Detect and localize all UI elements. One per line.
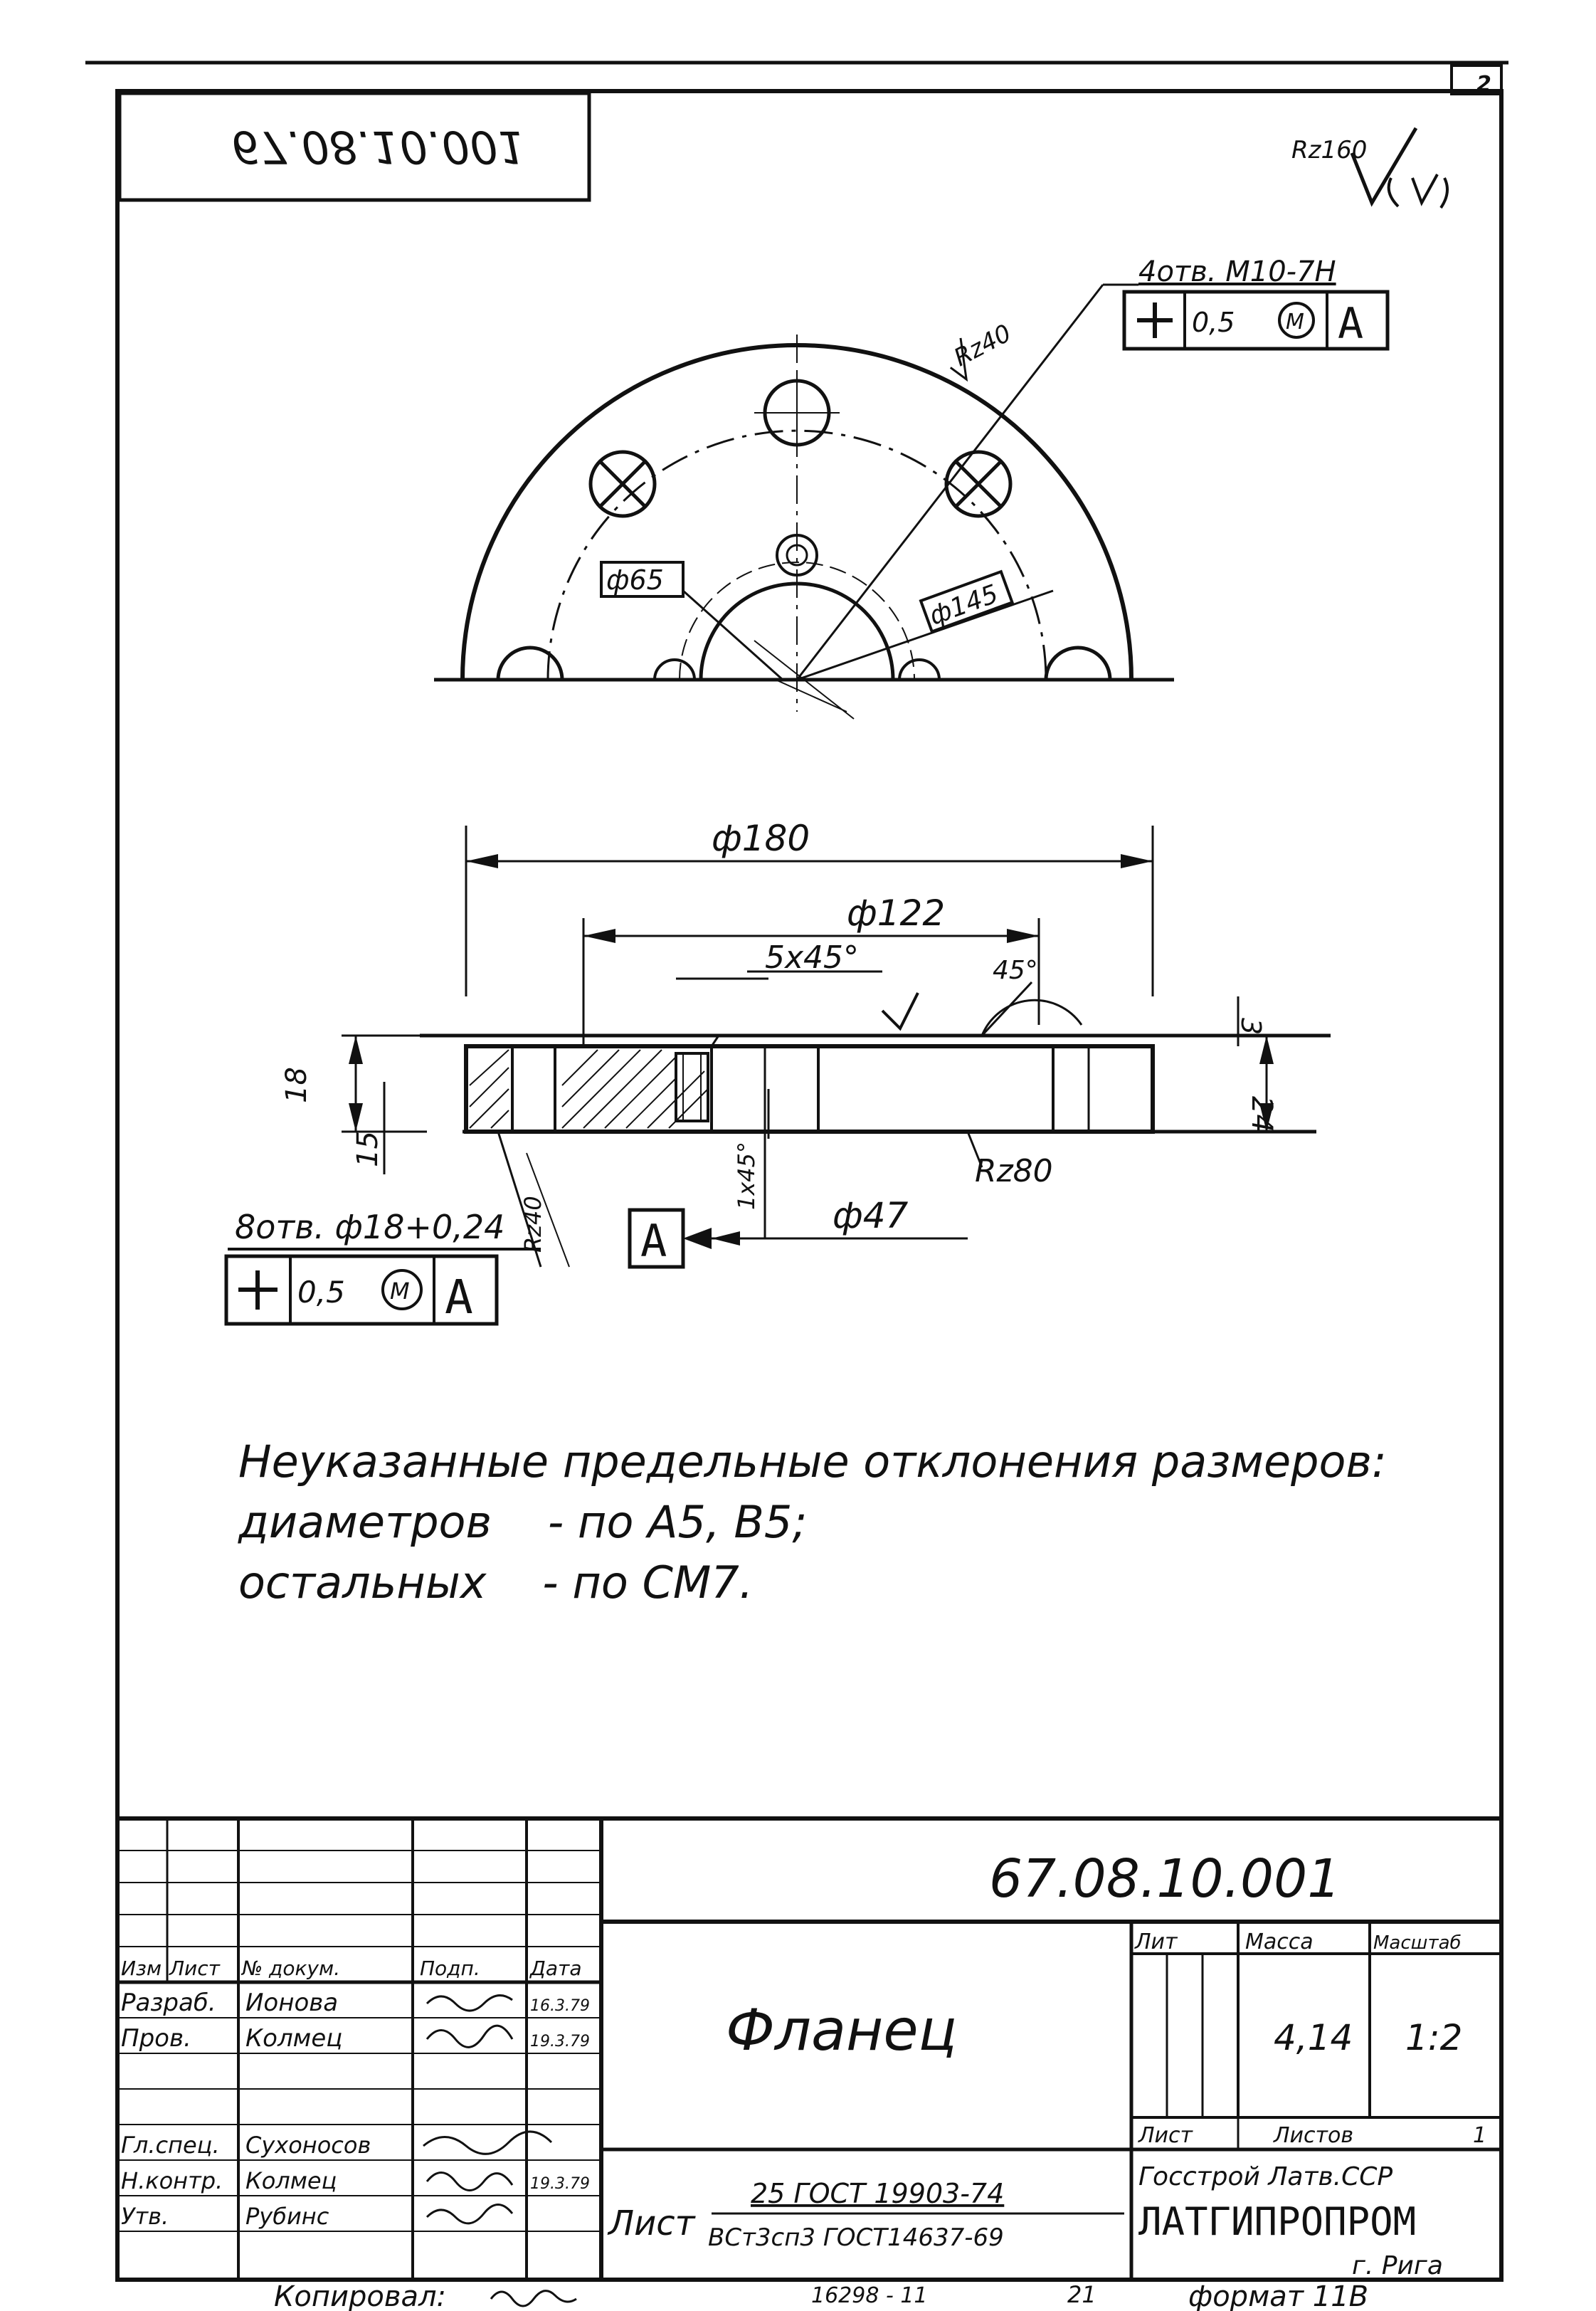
bottom-frame-datum: A — [445, 1270, 473, 1325]
material-label: Лист — [607, 2204, 697, 2243]
d145-arc — [679, 562, 915, 680]
order-number: 16298 - 11 — [811, 2283, 928, 2308]
code-box — [117, 91, 591, 202]
bolt-circle-arc — [546, 429, 1047, 680]
name-row-3: Сухоносов — [245, 2132, 371, 2159]
hdr-date: Дата — [529, 1957, 582, 1980]
role-row-2: Пров. — [121, 2024, 191, 2053]
copied-label: Копировал: — [274, 2280, 446, 2311]
d65-box — [600, 561, 685, 598]
datum-label: A — [640, 1215, 667, 1267]
dim-24-label: 24 — [1245, 1096, 1278, 1132]
scale-value: 1:2 — [1405, 2017, 1462, 2058]
date-row-4: 19.3.79 — [530, 2175, 590, 2193]
hdr-list: Лист — [169, 1957, 221, 1980]
footer-page: 21 — [1067, 2281, 1096, 2308]
material-line-2: ВСт3сп3 ГОСТ14637-69 — [708, 2223, 1004, 2252]
name-row-5: Рубинс — [245, 2203, 329, 2230]
rz40-section: Rz40 — [519, 1196, 546, 1253]
sheets-count: 1 — [1473, 2123, 1486, 2148]
signature-scribbles — [423, 1994, 553, 2225]
roughness-bracket-icon — [1387, 174, 1449, 209]
angle-45-label: 45° — [993, 956, 1038, 985]
mass-label: Масса — [1245, 1930, 1314, 1954]
drawing-frame — [115, 89, 1503, 2282]
roughness-check-icon — [1350, 127, 1418, 207]
mirrored-code: 67.08.10.001 — [231, 121, 526, 173]
bottom-feature-frame: 0,5 M A — [224, 1254, 499, 1326]
date-row-2: 19.3.79 — [530, 2033, 590, 2051]
hdr-doc: № докум. — [241, 1957, 340, 1980]
top-frame-datum: A — [1338, 299, 1363, 349]
leader-d65 — [682, 589, 783, 681]
rz80-label: Rz80 — [975, 1153, 1053, 1189]
copier-signature — [490, 2290, 577, 2307]
hdr-sign: Подп. — [420, 1957, 480, 1980]
material-line-1: 25 ГОСТ 19903-74 — [751, 2178, 1004, 2209]
bolt-hole-right — [944, 450, 1013, 518]
bolt-hole-edge-right — [1044, 646, 1112, 680]
note-line-1: Неуказанные предельные отклонения размер… — [238, 1436, 1387, 1488]
note-line-3: остальных - по CM7. — [238, 1557, 754, 1609]
dim-18-label: 18 — [280, 1067, 313, 1103]
org-line-1: Госстрой Латв.ССР — [1138, 2162, 1392, 2191]
title-block — [117, 1816, 1501, 2280]
org-line-3: г. Рига — [1352, 2251, 1443, 2280]
scale-label: Масштаб — [1373, 1932, 1462, 1954]
bottom-holes-spec: 8отв. ф18+0,24 — [235, 1208, 504, 1246]
flange-body — [464, 1044, 1155, 1134]
datum-triangle-icon — [683, 1228, 712, 1249]
role-row-1: Разраб. — [121, 1989, 216, 2017]
section-hatch — [469, 1049, 709, 1129]
lit-label: Лит — [1134, 1930, 1178, 1954]
role-row-3: Гл.спец. — [121, 2132, 220, 2159]
leader-d145 — [796, 589, 1054, 681]
role-row-5: Утв. — [121, 2203, 169, 2230]
hdr-izm: Изм — [121, 1957, 162, 1980]
threaded-hole-left — [653, 658, 696, 680]
dim-3-label: 3 — [1235, 1018, 1267, 1035]
rz40-top: Rz40 — [949, 319, 1016, 372]
d65-label: ф65 — [606, 564, 664, 596]
name-row-1: Ионова — [245, 1989, 338, 2017]
part-name: Фланец — [726, 1997, 957, 2063]
mmc-circle-icon-2 — [381, 1269, 423, 1310]
note-line-2: диаметров - по A5, B5; — [238, 1496, 807, 1548]
bottom-frame-modifier: M — [390, 1278, 410, 1305]
org-line-2: ЛАТГИПРОПРОМ — [1138, 2199, 1416, 2244]
top-feature-frame: 0,5 M A — [1122, 290, 1390, 351]
format-label: формат 11В — [1188, 2280, 1368, 2311]
name-row-4: Колмец — [245, 2167, 337, 2194]
threaded-hole-right — [898, 658, 941, 680]
top-holes-spec: 4отв. M10-7H — [1138, 256, 1336, 288]
sheet-label: Лист — [1138, 2123, 1194, 2148]
d47-label: ф47 — [833, 1195, 909, 1236]
d122-label: ф122 — [847, 893, 945, 934]
role-row-4: Н.контр. — [121, 2167, 223, 2194]
top-frame-tolerance: 0,5 — [1192, 307, 1235, 338]
section-view — [342, 826, 1331, 1268]
bolt-hole-edge-left — [496, 646, 564, 680]
corner-sheet-number: 2 — [1476, 72, 1491, 97]
leader-m10 — [796, 284, 1104, 680]
d145-label: ф145 — [926, 579, 1003, 631]
mass-value: 4,14 — [1274, 2017, 1353, 2058]
date-row-1: 16.3.79 — [530, 1997, 590, 2015]
mmc-circle-icon — [1278, 302, 1315, 339]
chamfer-1x45-label: 1x45° — [733, 1142, 760, 1210]
title-code: 67.08.10.001 — [989, 1848, 1341, 1910]
chamfer-5x45-label: 5x45° — [765, 939, 859, 976]
dim-15-label: 15 — [352, 1131, 384, 1167]
corner-sheet-box — [1450, 64, 1503, 95]
bottom-frame-tolerance: 0,5 — [297, 1275, 345, 1310]
sheets-label: Листов — [1273, 2123, 1353, 2148]
name-row-2: Колмец — [245, 2024, 342, 2053]
top-view — [434, 283, 1174, 720]
d180-label: ф180 — [712, 818, 810, 859]
bolt-hole-left — [588, 450, 657, 518]
top-frame-modifier: M — [1286, 310, 1304, 335]
